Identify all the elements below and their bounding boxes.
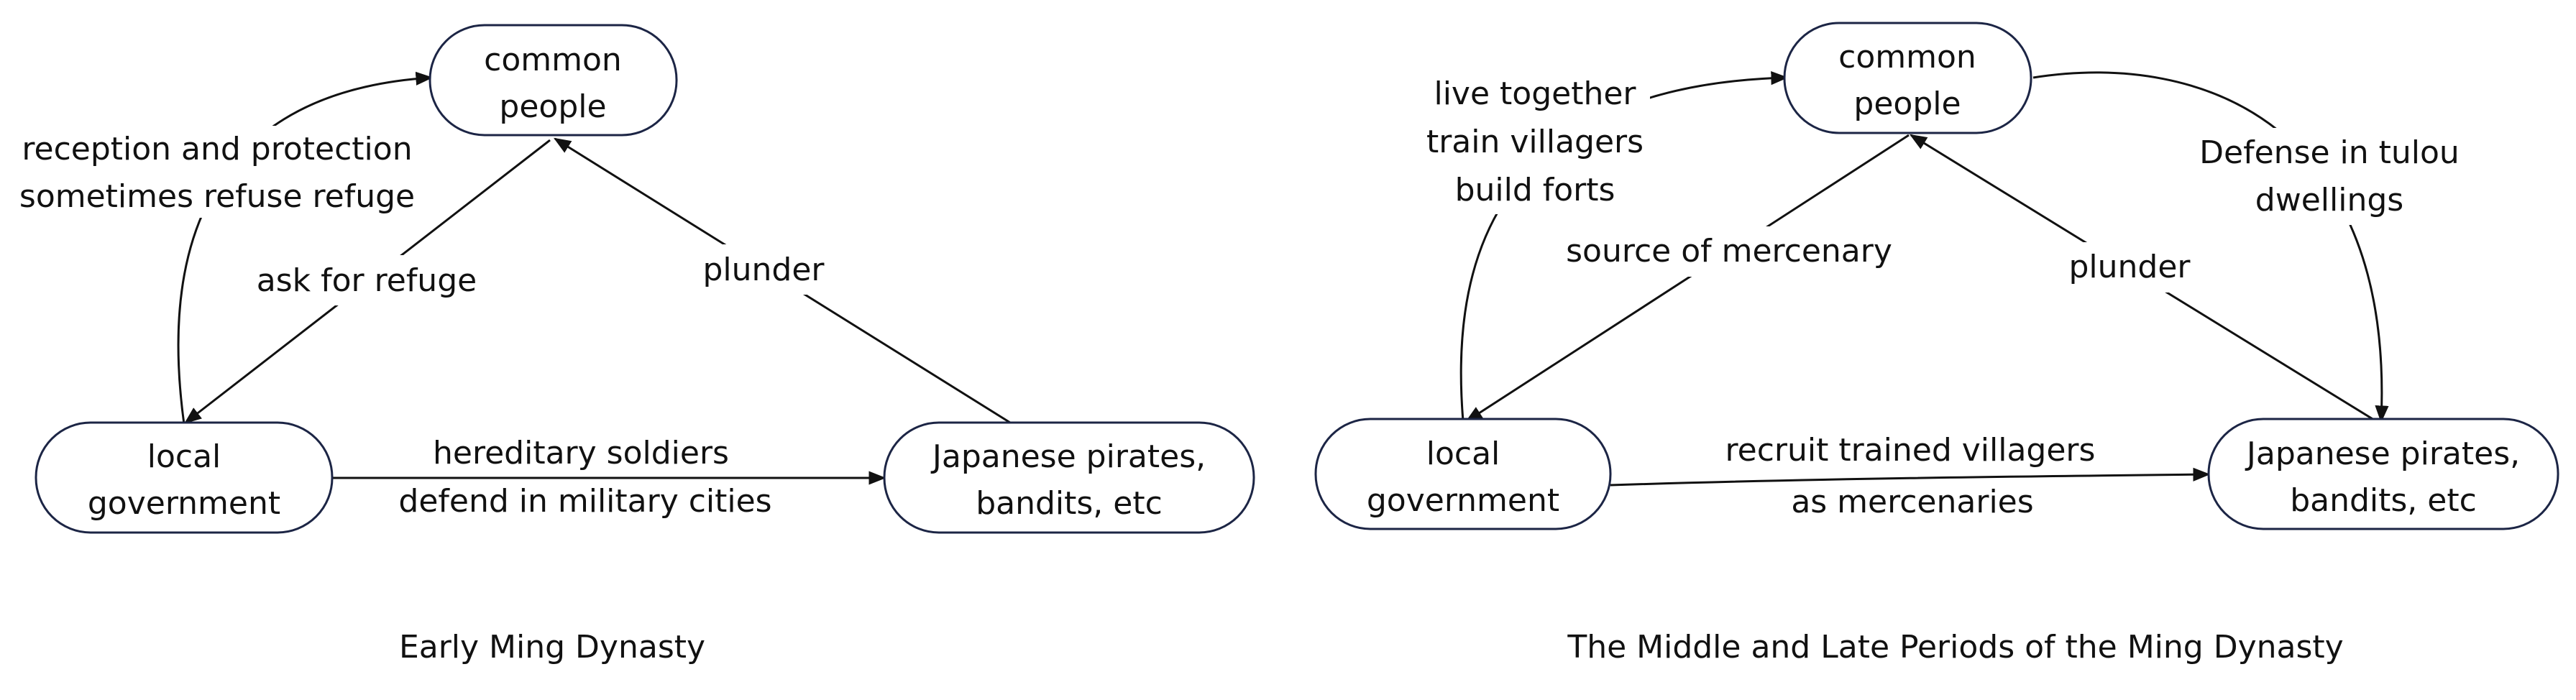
node-common-people-line1: common (1838, 39, 1976, 75)
label-ask-for-refuge-text: ask for refuge (257, 262, 477, 299)
label-source-of-mercenary: source of mercenary (1566, 226, 1892, 277)
node-local-government-line1: local (1426, 436, 1500, 472)
label-reception-line2: sometimes refuse refuge (19, 178, 415, 215)
node-local-government-line2: government (88, 485, 280, 522)
node-local-government-line1: local (147, 438, 221, 475)
diagram-early-ming: common people local government Japanese … (16, 24, 1255, 666)
caption-early-ming: Early Ming Dynasty (399, 629, 705, 666)
node-common-people: common people (1783, 22, 2032, 134)
node-local-government-line2: government (1367, 482, 1559, 519)
caption-middle-late-ming: The Middle and Late Periods of the Ming … (1567, 629, 2343, 666)
node-local-government: local government (35, 421, 334, 534)
node-local-government: local government (1314, 418, 1612, 530)
edge-people-to-local-mercenary (1465, 134, 1910, 423)
label-hereditary-line2: defend in military cities (398, 483, 771, 520)
label-plunder: plunder (694, 244, 845, 295)
label-defense-tulou-line2: dwellings (2255, 182, 2403, 218)
node-common-people-line2: people (1853, 86, 1961, 122)
label-hereditary-line1: hereditary soldiers (433, 435, 729, 471)
label-defense-tulou: Defense in tulou dwellings (2193, 128, 2470, 225)
label-live-together-line3: build forts (1455, 172, 1615, 208)
label-live-together-line2: train villagers (1426, 124, 1644, 160)
label-recruit-line1: recruit trained villagers (1725, 432, 2096, 469)
label-live-together: live together train villagers build fort… (1424, 70, 1650, 214)
label-defense-tulou-line1: Defense in tulou (2199, 134, 2460, 171)
diagram-middle-late-ming: common people local government Japanese … (1314, 22, 2559, 666)
node-common-people: common people (428, 24, 678, 137)
label-source-of-mercenary-text: source of mercenary (1566, 233, 1892, 270)
label-hereditary-soldiers: hereditary soldiers defend in military c… (398, 431, 773, 525)
label-plunder: plunder (2060, 242, 2211, 293)
label-recruit-line2: as mercenaries (1791, 484, 2033, 520)
node-japanese-pirates-line1: Japanese pirates, (2245, 436, 2520, 472)
node-common-people-line1: common (484, 42, 622, 78)
label-plunder-text: plunder (702, 252, 825, 288)
node-japanese-pirates-line1: Japanese pirates, (930, 438, 1206, 475)
label-reception-line1: reception and protection (22, 131, 412, 167)
node-japanese-pirates: Japanese pirates, bandits, etc (883, 421, 1255, 534)
node-japanese-pirates-line2: bandits, etc (976, 485, 1163, 522)
label-recruit-villagers: recruit trained villagers as mercenaries (1722, 432, 2110, 526)
edge-local-to-pirates-recruit (1610, 467, 2211, 487)
node-japanese-pirates: Japanese pirates, bandits, etc (2207, 418, 2559, 530)
node-japanese-pirates-line2: bandits, etc (2290, 482, 2477, 519)
label-ask-for-refuge: ask for refuge (252, 255, 482, 305)
label-plunder-text: plunder (2068, 249, 2191, 285)
node-common-people-line2: people (499, 88, 606, 125)
label-reception-protection: reception and protection sometimes refus… (16, 126, 418, 218)
label-live-together-line1: live together (1434, 75, 1636, 112)
